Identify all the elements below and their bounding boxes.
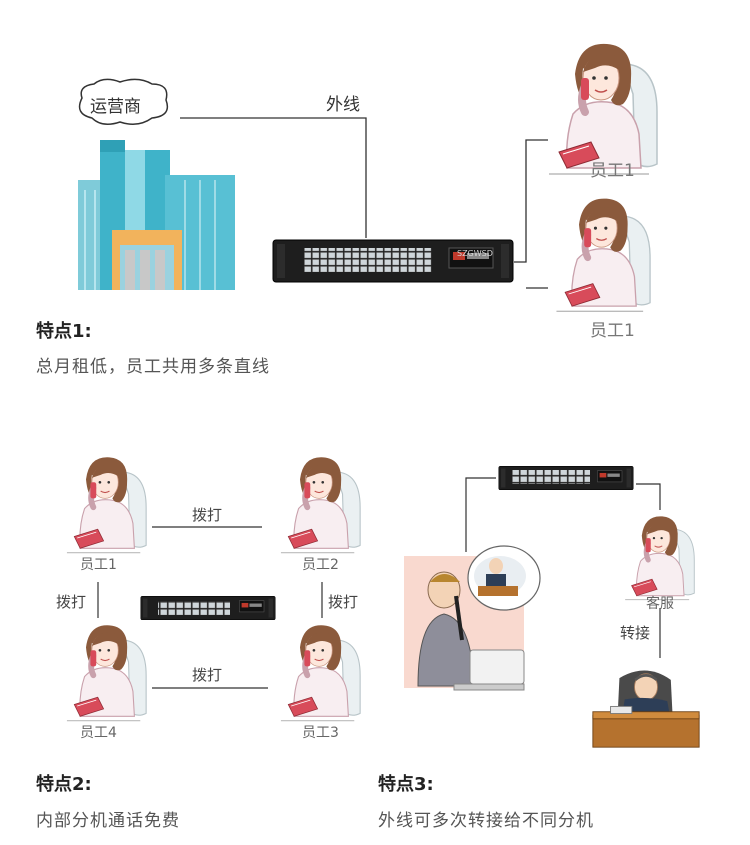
carrier-building: [78, 140, 235, 290]
section3-diagram: [404, 465, 701, 749]
carrier-cloud: [78, 78, 169, 125]
feature3-desc: 外线可多次转接给不同分机: [378, 811, 594, 831]
section2-diagram: [67, 457, 360, 720]
call-label-bottom: 拨打: [192, 666, 223, 684]
employee2-figure: [281, 457, 360, 552]
service-employee-figure: [625, 516, 694, 599]
employee4-figure: [67, 625, 146, 720]
outer-line: [180, 117, 367, 238]
device-brand: SZGWSD: [457, 249, 493, 258]
employee3-label: 员工3: [302, 725, 339, 741]
thought-bubble: [467, 545, 541, 611]
employee-top-figure: [549, 44, 657, 174]
pbx-device-top: [498, 465, 634, 491]
service-label: 客服: [646, 596, 674, 612]
employee3-figure: [281, 625, 360, 720]
feature3-title: 特点3:: [378, 774, 434, 795]
feature1-desc: 总月租低，员工共用多条直线: [36, 357, 270, 377]
pbx-device-small: [140, 595, 276, 621]
employee1-figure: [67, 457, 146, 552]
branch-line: [514, 139, 548, 289]
call-label-top: 拨打: [192, 506, 223, 524]
feature1-title: 特点1:: [36, 321, 92, 342]
employee2-label: 员工2: [302, 557, 339, 573]
call-label-right: 拨打: [328, 593, 359, 611]
employee1-label: 员工1: [80, 557, 117, 573]
outer-line-label: 外线: [326, 95, 360, 115]
manager-figure: [591, 669, 701, 749]
call-label-left: 拨打: [56, 593, 87, 611]
employee4-label: 员工4: [80, 725, 117, 741]
section1-diagram: [78, 44, 657, 311]
transfer-label: 转接: [620, 624, 651, 642]
pbx-device-main: [272, 239, 514, 283]
feature2-desc: 内部分机通话免费: [36, 811, 180, 831]
employee-top-label: 员工1: [590, 161, 635, 181]
employee-bottom-label: 员工1: [590, 321, 635, 341]
feature2-title: 特点2:: [36, 774, 92, 795]
carrier-label: 运营商: [90, 97, 141, 117]
employee-bottom-figure: [556, 199, 650, 312]
